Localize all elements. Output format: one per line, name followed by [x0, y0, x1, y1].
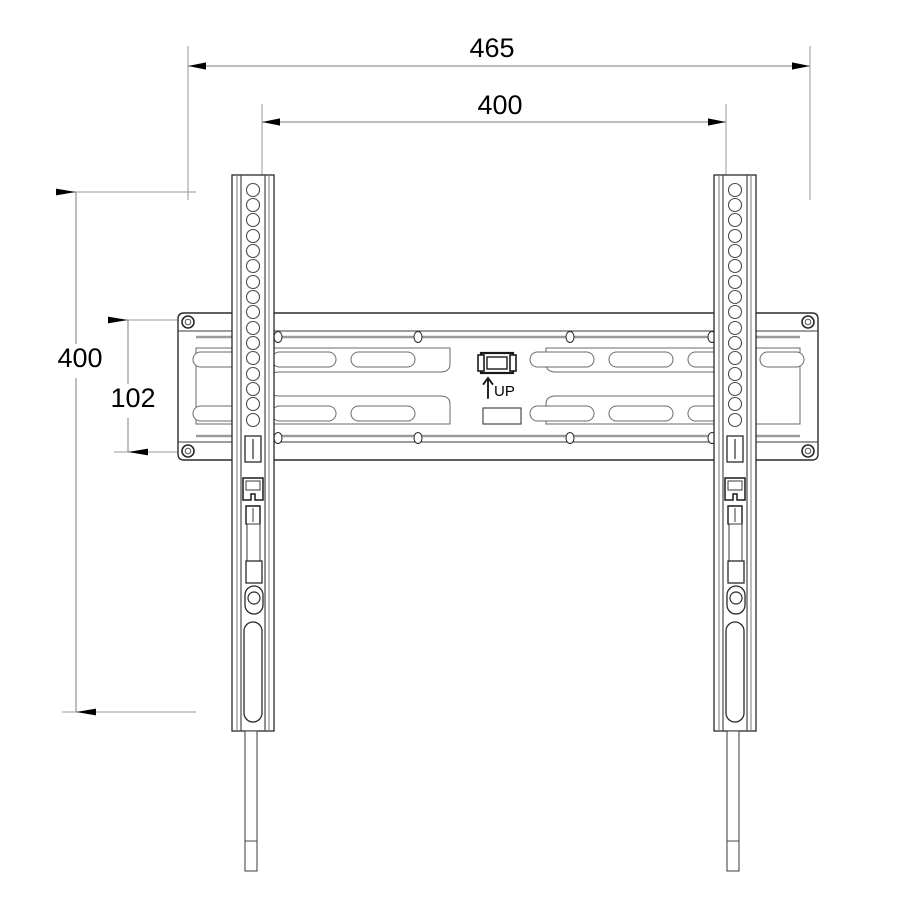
rail-hole	[727, 289, 743, 305]
rail-slot-hole	[247, 591, 261, 605]
clip-inner	[486, 356, 508, 370]
rivet	[565, 330, 575, 344]
rail-hole	[245, 366, 261, 382]
rail-long-slot	[243, 621, 263, 723]
clip-tab-left	[477, 354, 485, 372]
rail-hole	[245, 335, 261, 351]
rivet	[273, 431, 283, 445]
dimension-label-465: 465	[469, 33, 514, 63]
screw-hole-inner	[184, 318, 192, 326]
screw-hole-inner	[184, 447, 192, 455]
center-clip	[477, 351, 517, 375]
rail-hole	[245, 197, 261, 213]
dimension-plate-height: 102	[96, 316, 180, 456]
plate-slot	[271, 351, 337, 368]
dimension-mounting-width: 400	[261, 90, 727, 180]
rail-hole	[245, 396, 261, 412]
rail-hole-column-left	[245, 182, 261, 428]
label-mask-400left	[44, 344, 116, 378]
rail-square-slot	[245, 560, 263, 584]
rail-hole-column-right	[727, 182, 743, 428]
rivet	[273, 330, 283, 344]
rail-strap-left	[244, 730, 258, 872]
rail-hole	[245, 274, 261, 290]
rail-hole	[245, 228, 261, 244]
dimension-overall-height: 400	[44, 188, 196, 716]
rail-hole	[245, 304, 261, 320]
rail-hole	[245, 212, 261, 228]
dimension-label-400-left: 400	[57, 343, 102, 373]
rail-hole	[727, 258, 743, 274]
corner-screw-holes	[181, 315, 815, 458]
screw-hole-inner	[804, 447, 812, 455]
rail-hole	[245, 381, 261, 397]
rail-hole	[245, 182, 261, 198]
plate-outline	[177, 312, 819, 461]
latch-window	[727, 480, 743, 491]
rail-hole	[245, 320, 261, 336]
rail-hole	[727, 335, 743, 351]
rail-hole	[727, 304, 743, 320]
up-label: UP	[494, 383, 515, 400]
label-mask-102	[96, 384, 168, 418]
screw-hole-inner	[804, 318, 812, 326]
rail-hole	[727, 320, 743, 336]
plate-slot	[350, 351, 416, 368]
rail-hole	[727, 274, 743, 290]
rivet	[413, 431, 423, 445]
rail-strap-right	[726, 730, 740, 872]
wall-plate: UP	[177, 312, 819, 461]
up-orientation-marking: UP	[482, 376, 515, 400]
clip-tab-right	[509, 354, 517, 372]
rail-slot-hole	[729, 591, 743, 605]
rail-hole	[245, 350, 261, 366]
dimension-overall-width: 465	[187, 33, 811, 200]
rail-square-slot	[727, 560, 745, 584]
plate-slot	[529, 405, 595, 422]
plate-slot	[529, 351, 595, 368]
rail-hole	[727, 228, 743, 244]
rivet	[565, 431, 575, 445]
rail-hole	[245, 243, 261, 259]
dimension-label-102: 102	[110, 383, 155, 413]
rail-hole	[727, 412, 743, 428]
rail-hole	[727, 197, 743, 213]
up-arrow-icon	[482, 376, 494, 399]
rail-hole	[245, 412, 261, 428]
rail-hole	[245, 289, 261, 305]
rail-hole	[727, 396, 743, 412]
vertical-rail-left	[231, 174, 275, 872]
rail-long-slot	[725, 621, 745, 723]
plate-slot	[608, 405, 674, 422]
rail-hole	[727, 212, 743, 228]
rail-hole	[727, 381, 743, 397]
rail-hole	[245, 258, 261, 274]
rail-hole	[727, 366, 743, 382]
dimension-label-400-top: 400	[477, 90, 522, 120]
rail-hole	[727, 243, 743, 259]
plate-slot	[759, 351, 805, 368]
plate-slot	[350, 405, 416, 422]
rail-latch-assembly-left	[242, 477, 264, 528]
plate-slot-row-upper	[192, 351, 805, 368]
rail-latch-assembly-right	[724, 477, 746, 528]
rail-hole	[727, 182, 743, 198]
latch-window	[245, 480, 261, 491]
plate-slot	[271, 405, 337, 422]
label-plate	[482, 407, 522, 425]
rivet	[413, 330, 423, 344]
plate-slot	[608, 351, 674, 368]
vertical-rail-right	[713, 174, 757, 872]
rail-hole	[727, 350, 743, 366]
